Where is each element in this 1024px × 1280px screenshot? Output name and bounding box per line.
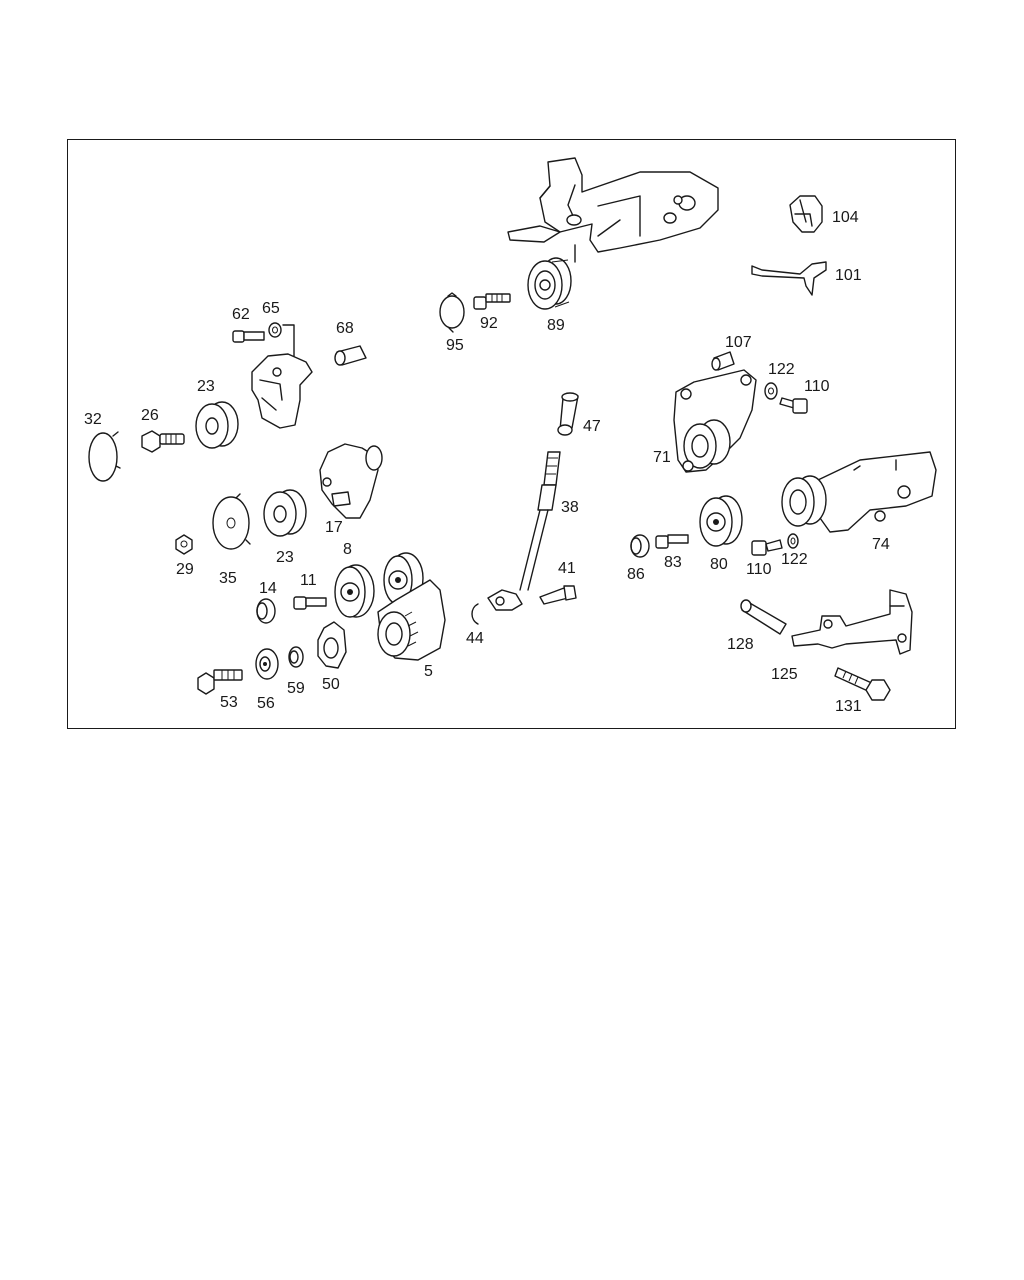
part-89-pulley xyxy=(527,257,572,310)
label-29: 29 xyxy=(176,561,194,578)
part-65-washer xyxy=(268,322,295,381)
part-47-sleeve xyxy=(557,392,579,436)
label-59: 59 xyxy=(287,680,305,697)
part-128-sleeve xyxy=(740,599,787,635)
part-17-tensioner-housing xyxy=(319,443,383,519)
part-101-bracket xyxy=(751,261,827,296)
main-mounting-bracket xyxy=(507,157,719,263)
part-62-bolt xyxy=(232,330,265,343)
part-110-bolt-upper xyxy=(779,397,808,414)
label-53: 53 xyxy=(220,694,238,711)
part-71-tensioner-bracket xyxy=(673,369,757,473)
label-86: 86 xyxy=(627,566,645,583)
part-95-cap xyxy=(439,292,465,333)
part-125-bracket xyxy=(791,589,913,655)
part-122-washer-lower xyxy=(787,533,799,549)
part-53-bolt xyxy=(197,669,243,695)
label-122-lower: 122 xyxy=(781,551,808,568)
label-44: 44 xyxy=(466,630,484,647)
part-26-bolt xyxy=(141,430,185,453)
part-8-idler-pulley xyxy=(334,552,424,618)
part-44-circlip xyxy=(471,603,479,625)
label-131: 131 xyxy=(835,698,862,715)
part-110-bolt-lower xyxy=(751,539,783,556)
label-122-upper: 122 xyxy=(768,361,795,378)
rod-end-eye xyxy=(487,589,523,611)
part-23-spacer-upper xyxy=(195,401,239,449)
label-68: 68 xyxy=(336,320,354,337)
label-65: 65 xyxy=(262,300,280,317)
part-32-cover xyxy=(88,431,121,482)
label-17: 17 xyxy=(325,519,343,536)
part-86-cap xyxy=(630,534,650,558)
label-71: 71 xyxy=(653,449,671,466)
label-38: 38 xyxy=(561,499,579,516)
part-14-cap xyxy=(256,598,276,624)
label-89: 89 xyxy=(547,317,565,334)
label-101: 101 xyxy=(835,267,862,284)
part-104-clip xyxy=(789,195,823,233)
part-35-disc xyxy=(212,493,251,550)
part-107-sleeve xyxy=(711,351,735,371)
label-8: 8 xyxy=(343,541,352,558)
part-92-bolt xyxy=(473,293,511,310)
part-122-washer-upper xyxy=(764,382,778,400)
label-41: 41 xyxy=(558,560,576,577)
part-11-bolt xyxy=(293,596,327,610)
part-41-bolt xyxy=(539,585,577,605)
part-29-nut xyxy=(175,534,193,555)
label-125: 125 xyxy=(771,666,798,683)
label-23-upper: 23 xyxy=(197,378,215,395)
label-50: 50 xyxy=(322,676,340,693)
label-104: 104 xyxy=(832,209,859,226)
part-68-sleeve xyxy=(334,345,367,366)
part-59-washer xyxy=(288,646,304,668)
label-95: 95 xyxy=(446,337,464,354)
part-74-bracket-pulley xyxy=(781,451,937,533)
label-110-upper: 110 xyxy=(804,378,830,395)
label-26: 26 xyxy=(141,407,159,424)
label-128: 128 xyxy=(727,636,754,653)
part-50-plate xyxy=(317,621,347,669)
tensioner-arm-plate xyxy=(251,353,313,429)
part-23-spacer-lower xyxy=(263,489,307,537)
label-62: 62 xyxy=(232,306,250,323)
label-5: 5 xyxy=(424,663,433,680)
part-83-bolt xyxy=(655,534,689,549)
label-110-lower: 110 xyxy=(746,561,772,578)
label-80: 80 xyxy=(710,556,728,573)
label-107: 107 xyxy=(725,334,752,351)
label-14: 14 xyxy=(259,580,277,597)
label-92: 92 xyxy=(480,315,498,332)
label-83: 83 xyxy=(664,554,682,571)
label-56: 56 xyxy=(257,695,275,712)
label-35: 35 xyxy=(219,570,237,587)
label-32: 32 xyxy=(84,411,102,428)
part-56-bushing xyxy=(255,648,279,680)
label-23-lower: 23 xyxy=(276,549,294,566)
part-5-tensioner-assembly xyxy=(377,579,446,661)
label-11: 11 xyxy=(300,572,317,589)
label-74: 74 xyxy=(872,536,890,553)
part-80-pulley xyxy=(699,495,743,547)
part-38-rod xyxy=(519,451,561,591)
part-131-bolt xyxy=(834,667,891,701)
label-47: 47 xyxy=(583,418,601,435)
